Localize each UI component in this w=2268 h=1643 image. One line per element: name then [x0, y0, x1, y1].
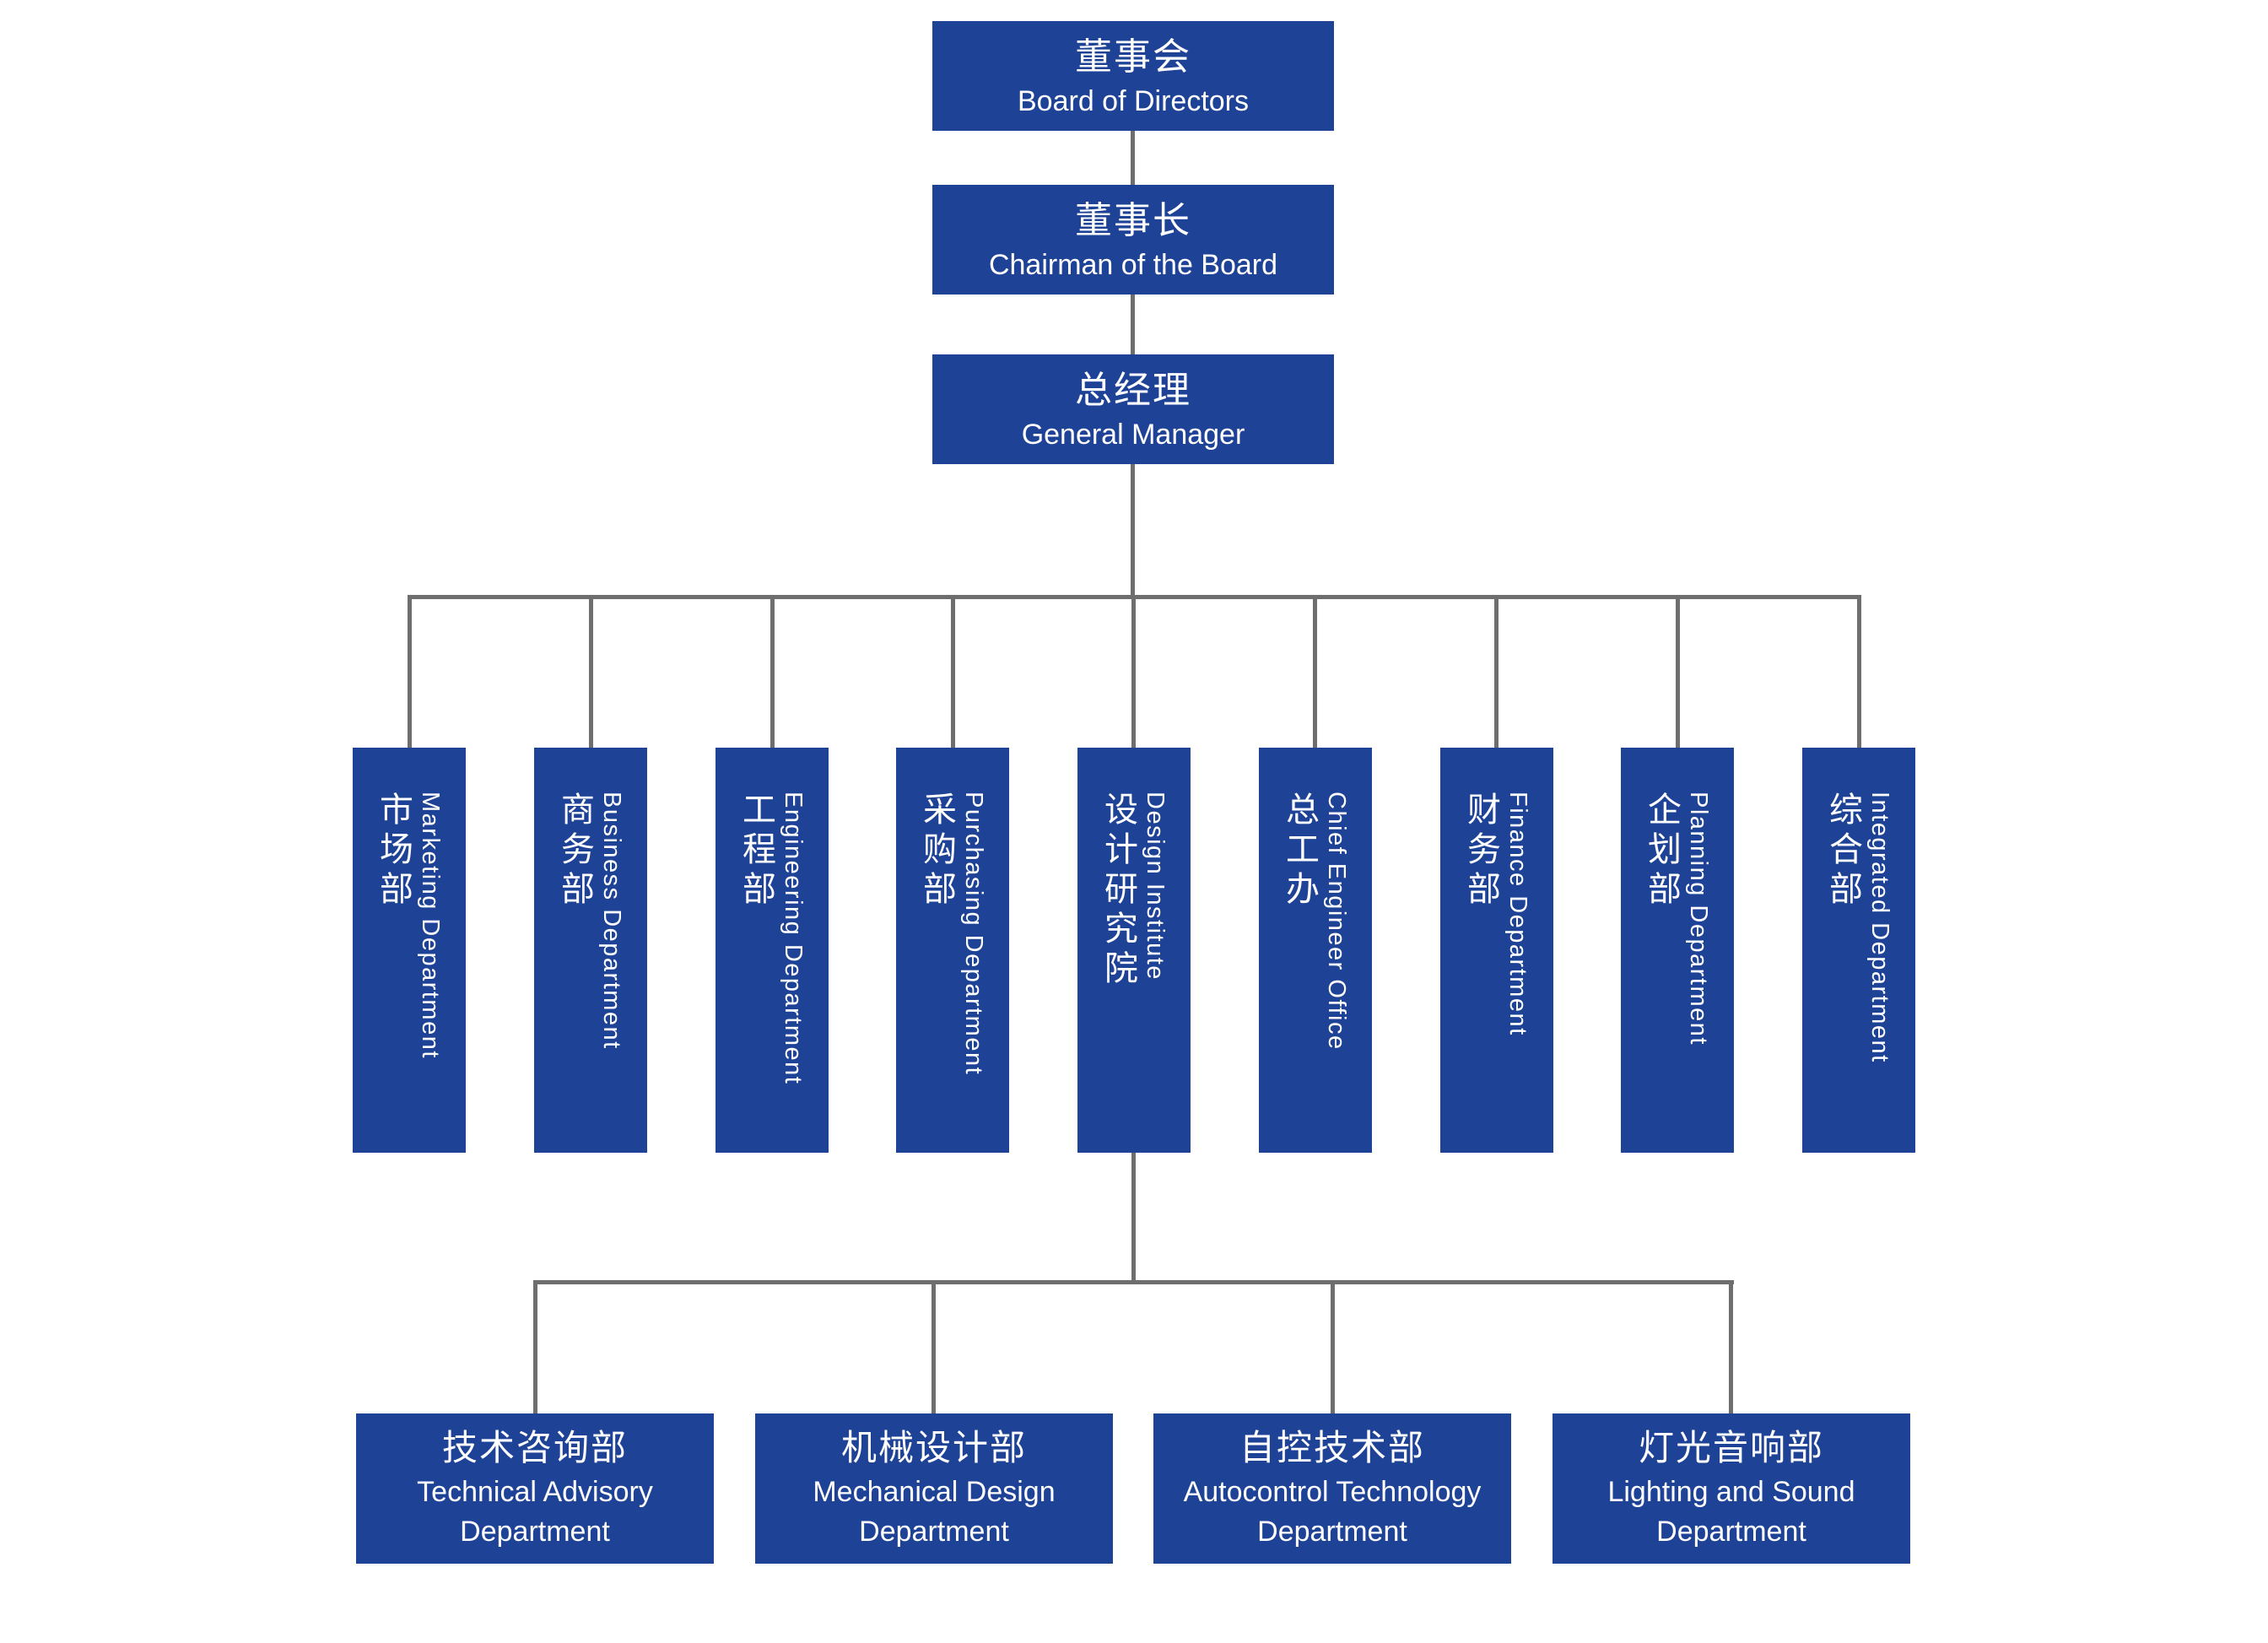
drop-line-planning	[1676, 595, 1680, 748]
chairman-zh-label: 董事长	[1075, 200, 1191, 242]
drop-line-engineering	[770, 595, 775, 748]
drop-line-design-institute	[1131, 595, 1136, 748]
drop-line-integrated	[1857, 595, 1861, 748]
box-board-of-directors: 董事会 Board of Directors	[932, 21, 1334, 131]
chief-engineer-office-zh-label: 总工办	[1281, 792, 1318, 911]
finance-zh-label: 财务部	[1462, 792, 1499, 911]
sub-dept-box-mechanical-design: 机械设计部 Mechanical Design Department	[755, 1413, 1113, 1564]
purchasing-en-label: Purchasing Department	[960, 792, 987, 1076]
sub-drop-line-technical-advisory	[533, 1280, 537, 1413]
dept-box-integrated: 综合部 Integrated Department	[1802, 748, 1915, 1153]
technical-advisory-en-label: Technical Advisory Department	[417, 1475, 653, 1548]
integrated-en-label: Integrated Department	[1866, 792, 1893, 1063]
general-manager-zh-label: 总经理	[1075, 370, 1191, 412]
drop-line-marketing	[408, 595, 412, 748]
drop-line-chief-engineer-office	[1313, 595, 1317, 748]
engineering-zh-label: 工程部	[737, 792, 775, 911]
connector-gm-trunk	[1131, 464, 1135, 597]
mechanical-design-en-label: Mechanical Design Department	[813, 1475, 1056, 1548]
design-institute-zh-label: 设计研究院	[1099, 792, 1137, 990]
finance-en-label: Finance Department	[1504, 792, 1531, 1036]
box-general-manager: 总经理 General Manager	[932, 354, 1334, 464]
dept-box-purchasing: 采购部 Purchasing Department	[896, 748, 1009, 1153]
drop-line-business	[589, 595, 593, 748]
technical-advisory-zh-label: 技术咨询部	[441, 1428, 628, 1468]
drop-line-purchasing	[951, 595, 955, 748]
general-manager-en-label: General Manager	[1021, 418, 1245, 451]
planning-zh-label: 企划部	[1643, 792, 1680, 911]
dept-box-business: 商务部 Business Department	[534, 748, 647, 1153]
marketing-zh-label: 市场部	[375, 792, 412, 911]
sub-drop-line-mechanical-design	[932, 1280, 936, 1413]
business-en-label: Business Department	[598, 792, 625, 1050]
business-zh-label: 商务部	[556, 792, 593, 911]
sub-drop-line-autocontrol-technology	[1331, 1280, 1335, 1413]
dept-box-finance: 财务部 Finance Department	[1440, 748, 1553, 1153]
drop-line-finance	[1494, 595, 1498, 748]
design-institute-en-label: Design Institute	[1142, 792, 1169, 981]
box-chairman-of-the-board: 董事长 Chairman of the Board	[932, 185, 1334, 295]
dept-box-design-institute: 设计研究院 Design Institute	[1077, 748, 1191, 1153]
engineering-en-label: Engineering Department	[780, 792, 807, 1085]
sub-drop-line-lighting-sound	[1729, 1280, 1733, 1413]
design-institute-riser	[1131, 1153, 1136, 1282]
dept-box-marketing: 市场部 Marketing Department	[353, 748, 466, 1153]
integrated-zh-label: 综合部	[1824, 792, 1861, 911]
connector-chairman-gm	[1131, 295, 1135, 354]
marketing-en-label: Marketing Department	[417, 792, 444, 1059]
sub-dept-box-autocontrol-technology: 自控技术部 Autocontrol Technology Department	[1153, 1413, 1511, 1564]
sub-dept-box-technical-advisory: 技术咨询部 Technical Advisory Department	[356, 1413, 714, 1564]
sub-branch-hline	[533, 1280, 1734, 1284]
chairman-en-label: Chairman of the Board	[988, 248, 1278, 281]
mechanical-design-zh-label: 机械设计部	[840, 1428, 1027, 1468]
dept-box-planning: 企划部 Planning Department	[1621, 748, 1734, 1153]
board-of-directors-zh-label: 董事会	[1075, 36, 1191, 78]
connector-board-chairman	[1131, 131, 1135, 185]
chief-engineer-office-en-label: Chief Engineer Office	[1323, 792, 1350, 1051]
autocontrol-technology-zh-label: 自控技术部	[1239, 1428, 1425, 1468]
autocontrol-technology-en-label: Autocontrol Technology Department	[1183, 1475, 1482, 1548]
board-of-directors-en-label: Board of Directors	[1018, 84, 1249, 117]
purchasing-zh-label: 采购部	[918, 792, 955, 911]
lighting-sound-en-label: Lighting and Sound Department	[1607, 1475, 1855, 1548]
planning-en-label: Planning Department	[1685, 792, 1712, 1046]
dept-box-engineering: 工程部 Engineering Department	[716, 748, 829, 1153]
dept-box-chief-engineer-office: 总工办 Chief Engineer Office	[1259, 748, 1372, 1153]
lighting-sound-zh-label: 灯光音响部	[1638, 1428, 1824, 1468]
sub-dept-box-lighting-sound: 灯光音响部 Lighting and Sound Department	[1552, 1413, 1910, 1564]
